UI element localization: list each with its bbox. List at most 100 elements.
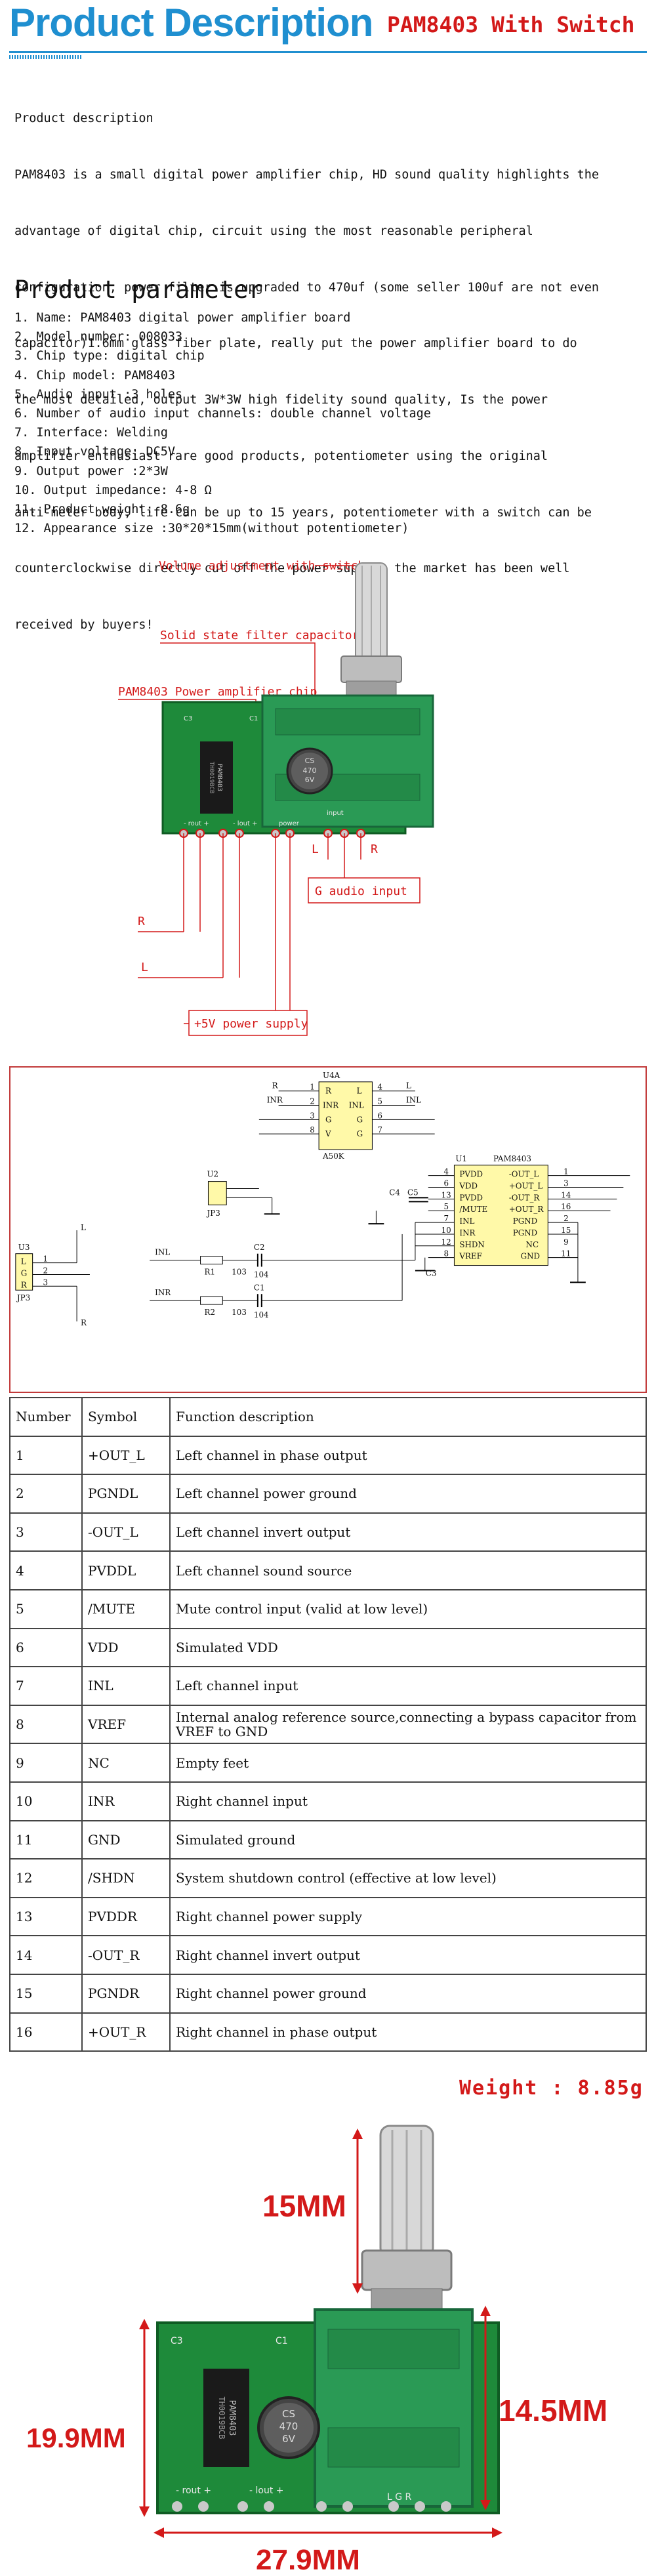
- inr-label: INR: [155, 1288, 171, 1297]
- jp3-label: JP3: [16, 1293, 30, 1302]
- label-r-in: R: [371, 842, 378, 856]
- pam8403-chip: [203, 2369, 249, 2467]
- audio-input-box: [308, 877, 420, 904]
- parameter-item: 1. Name: PAM8403 digital power amplifier…: [14, 311, 351, 325]
- header-dash-decoration: [9, 55, 83, 59]
- arrow-head: [352, 2283, 363, 2294]
- silk-power: power: [279, 820, 300, 827]
- pin-number: 3: [9, 1512, 83, 1552]
- arrow-head: [480, 2500, 491, 2510]
- u1-pin-num: 11: [561, 1249, 571, 1258]
- silk-lout: - lout +: [233, 820, 258, 827]
- page-subtitle: PAM8403 With Switch: [387, 12, 635, 37]
- arrow-head: [492, 2527, 502, 2538]
- dim-body-height: 14.5MM: [499, 2394, 607, 2428]
- u1-pin-num: 5: [444, 1202, 449, 1211]
- solder-pad: [237, 2501, 248, 2512]
- label-audio-input: G audio input: [315, 884, 407, 898]
- pin-function: Right channel input: [169, 1781, 647, 1821]
- pin-function: Right channel power supply: [169, 1896, 647, 1937]
- u4-pin-num: 5: [377, 1097, 382, 1106]
- u1-pin-label: -OUT_L: [509, 1170, 539, 1179]
- u4-pin-num: 7: [377, 1125, 382, 1134]
- pot-nut: [340, 655, 402, 683]
- resistor-r2: [200, 1296, 223, 1305]
- u1-pin-num: 9: [564, 1237, 569, 1247]
- pin-symbol: +OUT_R: [81, 2012, 171, 2052]
- pin-number: 2: [9, 1474, 83, 1514]
- power-box: [188, 1010, 308, 1036]
- pin-symbol: PVDDL: [81, 1550, 171, 1590]
- pin-number: 4: [9, 1550, 83, 1590]
- pin-function: Right channel in phase output: [169, 2012, 647, 2052]
- u3-pin: G: [21, 1268, 28, 1278]
- u4a-pin: INL: [349, 1101, 364, 1110]
- u1-pin-num: 4: [444, 1167, 449, 1176]
- resistor-r1: [200, 1256, 223, 1265]
- u4-net-label: INL: [406, 1096, 421, 1105]
- u1-pin-num: 8: [444, 1249, 449, 1258]
- u1-pin-label: PGND: [513, 1228, 537, 1237]
- pin-function: Left channel power ground: [169, 1474, 647, 1514]
- pin-symbol: VDD: [81, 1627, 171, 1668]
- u1-pin-num: 2: [564, 1214, 569, 1223]
- pin-number: 10: [9, 1781, 83, 1821]
- u1-pin-num: 1: [564, 1167, 569, 1176]
- capacitor-label: 6V: [305, 776, 315, 784]
- pin-function: Mute control input (valid at low level): [169, 1589, 647, 1629]
- pin-number: 13: [9, 1896, 83, 1937]
- u1-left-pins: PVDD VDD PVDD /MUTE INL INR SHDN VREF: [459, 1170, 487, 1261]
- r1-label: R1: [205, 1267, 216, 1276]
- u4-pin-num: 4: [377, 1083, 382, 1092]
- capacitor-label: 6V: [282, 2433, 296, 2445]
- capacitor-top: [291, 753, 328, 789]
- u1-pin-label: +OUT_L: [509, 1182, 543, 1191]
- u1-pin-label: -OUT_R: [509, 1193, 541, 1202]
- u4-net-label: INR: [267, 1096, 283, 1105]
- solder-pad: [172, 2501, 182, 2512]
- c2-value: 104: [254, 1270, 269, 1279]
- column-header: Symbol: [81, 1397, 171, 1437]
- pin-symbol: /MUTE: [81, 1589, 171, 1629]
- u1-pin-num: 3: [564, 1179, 569, 1188]
- chip-marking: PAM8403: [216, 764, 223, 791]
- circuit-schematic: U4A R L INR INL G G V G A50K R L INR INL…: [9, 1066, 647, 1393]
- arrow-head: [154, 2527, 164, 2538]
- inl-label: INL: [155, 1248, 170, 1257]
- arrow-head: [139, 2506, 150, 2517]
- description-line: amplifier enthusiast rare good products,…: [14, 449, 548, 463]
- u4-pin-num: 2: [310, 1097, 315, 1106]
- column-header: Number: [9, 1397, 83, 1437]
- pin-number: 5: [9, 1589, 83, 1629]
- u1-right-pins: -OUT_L +OUT_L -OUT_R +OUT_R PGND PGND NC…: [509, 1170, 544, 1261]
- parameter-item: 6. Number of audio input channels: doubl…: [14, 407, 431, 421]
- pin-number: 7: [9, 1666, 83, 1706]
- pin-function: Internal analog reference source,connect…: [169, 1704, 647, 1745]
- solder-pad: [198, 2501, 209, 2512]
- u3-pin: L: [21, 1257, 26, 1266]
- parameter-item: 2. Model number: 008033: [14, 330, 183, 344]
- capacitor-label: CS: [282, 2408, 295, 2420]
- arrow-head: [139, 2319, 150, 2329]
- silk-c1: C1: [276, 2336, 288, 2346]
- u1-pin-label: VREF: [459, 1252, 482, 1261]
- parameter-item: 9. Output power :2*3W: [14, 464, 168, 478]
- chip-marking: PAM8403: [227, 2400, 237, 2436]
- u3-label: U3: [18, 1243, 30, 1252]
- c2-label: C2: [254, 1243, 265, 1252]
- label-power-supply: +5V power supply: [194, 1017, 308, 1031]
- r2-label: R2: [205, 1308, 216, 1317]
- pot-band: [327, 2329, 460, 2369]
- c5-label: C5: [407, 1188, 419, 1197]
- pin-function: Simulated VDD: [169, 1627, 647, 1668]
- u4a-pin: G: [357, 1129, 363, 1138]
